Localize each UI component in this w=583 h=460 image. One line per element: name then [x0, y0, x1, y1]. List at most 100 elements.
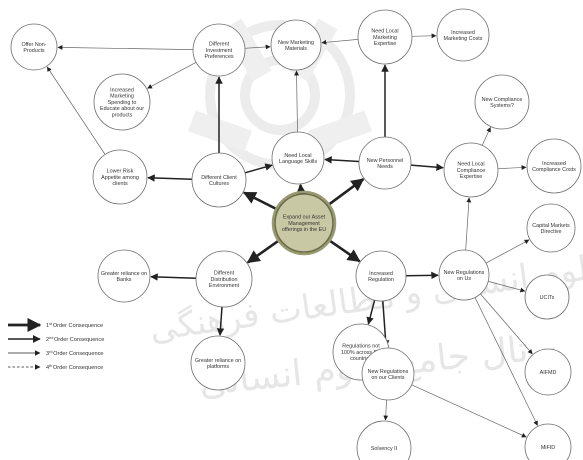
node-label: platforms [207, 364, 229, 370]
node-label: Systems? [490, 103, 514, 109]
node-circle [93, 73, 151, 131]
legend-number: 2 [46, 337, 49, 343]
node-label: Preferences [204, 54, 233, 60]
node-circle [357, 9, 413, 65]
legend-text: Order Consequence [53, 351, 103, 357]
legend-number: 1 [46, 323, 49, 329]
node-circle [436, 8, 490, 62]
node-circle [97, 249, 151, 303]
edge-diff_dist-to-platforms [216, 306, 225, 336]
legend-item-dashed: 4thOrder Consequence [8, 364, 103, 371]
node-circle [526, 138, 582, 194]
node-label: Spending to [108, 100, 137, 106]
legend-number: 3 [46, 351, 49, 357]
node-label: Environment [209, 283, 240, 289]
node-label: Investment [206, 48, 233, 54]
edge-new_personnel-to-need_lang [324, 156, 360, 164]
node-label: Capital Markets [532, 223, 570, 229]
edge-need_mkt-to-inc_mkt_costs [411, 33, 437, 39]
node-label: offerings in the EU [282, 227, 326, 233]
watermark-ornament [188, 110, 252, 152]
node-circle [474, 74, 530, 130]
node-circle [92, 149, 148, 205]
node-label: Different [214, 271, 235, 277]
edge-center-to-diff_client [242, 191, 279, 212]
node-label: on Us [457, 276, 471, 282]
node-label: Expertise [374, 41, 396, 47]
node-label: Educate about our [100, 106, 144, 112]
node-label: Regulations not [342, 344, 380, 350]
node-label: Appetite among [101, 175, 139, 181]
edge-center-to-new_personnel [326, 178, 365, 207]
edge-center-to-diff_dist [246, 238, 281, 264]
node-label: AIFMD [540, 370, 557, 376]
edge-new_reg_us-to-cap_mkts [485, 239, 530, 264]
node-label: New Compliance [482, 97, 523, 103]
node-circle [190, 335, 246, 391]
legend-item-medium: 2ndOrder Consequence [8, 335, 104, 343]
legend-ordinal-suffix: rd [49, 350, 52, 354]
node-circle [524, 348, 572, 396]
node-label: Need Local [457, 162, 484, 168]
node-circle [355, 250, 407, 302]
node-circle [10, 23, 58, 71]
node-circle [524, 274, 570, 320]
node-label: Language Skills [279, 159, 317, 165]
node-circle [526, 203, 576, 253]
node-label: Expand our Asset [283, 215, 326, 221]
node-circle [524, 423, 572, 460]
node-label: countries [350, 356, 372, 362]
node-circle [195, 250, 253, 308]
node-mifid: MiFID [524, 423, 572, 460]
legend-ordinal-suffix: th [49, 364, 52, 368]
edge-diff_inv-to-new_mkt [244, 44, 271, 50]
edge-new_reg_us-to-aifmd [480, 293, 533, 355]
node-label: Solvency II [371, 446, 397, 452]
legend-label: 3rdOrder Consequence [46, 350, 103, 357]
watermark-ornament [308, 110, 372, 152]
node-label: Greater reliance on [101, 271, 147, 277]
edge-new_reg_clients-to-solvency [383, 399, 389, 421]
node-label: New Personnel [367, 158, 404, 164]
node-label: Expertise [460, 174, 482, 180]
node-label: UCITs [540, 295, 555, 301]
edge-diff_dist-to-banks [150, 273, 197, 281]
legend-ordinal-suffix: st [49, 322, 53, 326]
node-circle [271, 131, 325, 185]
legend-label: 1stOrder Consequence [46, 322, 103, 329]
edge-need_compl-to-new_compl_sys [481, 127, 491, 146]
node-circle [270, 19, 322, 71]
edge-diff_client-to-need_lang [244, 163, 273, 174]
node-label: clients [112, 181, 128, 187]
legend-text: Order Consequence [53, 365, 103, 371]
node-circle [438, 249, 490, 301]
node-label: Cultures [209, 181, 229, 187]
node-label: Different [209, 42, 230, 48]
legend-label: 2ndOrder Consequence [46, 336, 104, 343]
node-label: New Marketing [278, 40, 314, 46]
node-label: Greater reliance on [195, 358, 241, 364]
legend-item-thin: 3rdOrder Consequence [8, 350, 103, 357]
edge-diff_inv-to-inc_spend [147, 61, 197, 89]
node-label: Needs [377, 164, 393, 170]
edge-need_lang-to-new_mkt [294, 70, 300, 133]
node-circle [192, 23, 246, 77]
